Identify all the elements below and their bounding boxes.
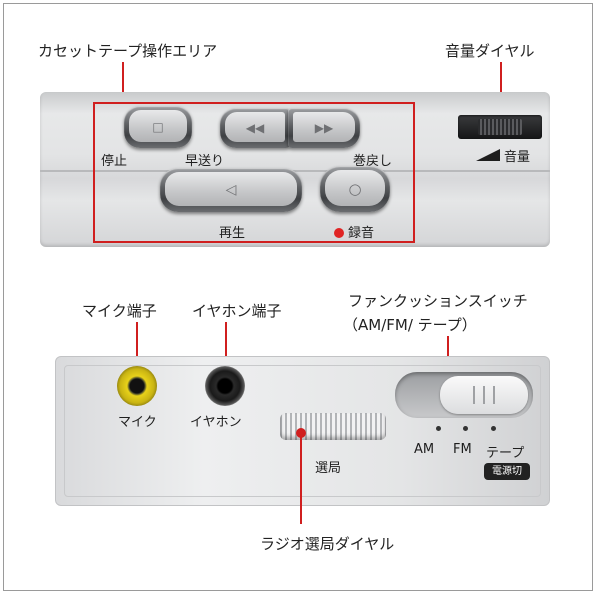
stop-icon: □ <box>152 120 164 134</box>
rewind-button[interactable]: ◀◀ <box>220 108 290 148</box>
record-label: 録音 <box>334 222 374 241</box>
play-label: 再生 <box>219 226 246 241</box>
volume-ramp-icon <box>476 149 500 161</box>
mic-label: マイク <box>118 415 157 430</box>
volume-wheel[interactable] <box>478 119 522 135</box>
am-label: AM <box>414 442 435 457</box>
fast-forward-icon: ▶▶ <box>314 121 334 135</box>
tuning-dial-leader-line <box>300 432 302 524</box>
am-position-mark <box>436 426 441 431</box>
panel-inner-border <box>64 365 541 497</box>
function-switch[interactable] <box>440 376 528 414</box>
mic-jack[interactable] <box>117 366 157 406</box>
stop-label: 停止 <box>101 154 128 169</box>
tuning-label: 選局 <box>315 461 342 476</box>
fm-label: FM <box>453 442 472 457</box>
power-off-badge: 電源切 <box>484 463 530 480</box>
function-switch-callout: ファンクッションスイッチ <box>348 292 528 310</box>
function-switch-modes-callout: （AM/FM/ テープ） <box>343 316 477 334</box>
cassette-area-leader-line <box>122 62 124 102</box>
record-button[interactable]: ○ <box>320 166 390 212</box>
volume-dial[interactable] <box>458 115 542 139</box>
earphone-label: イヤホン <box>190 415 242 430</box>
tape-label: テープ <box>486 446 525 461</box>
stop-button[interactable]: □ <box>124 106 192 148</box>
tuning-dial-callout: ラジオ選局ダイヤル <box>260 535 395 553</box>
volume-dial-callout: 音量ダイヤル <box>445 42 535 60</box>
rewind-icon: ◀◀ <box>245 121 265 135</box>
record-icon: ○ <box>348 180 362 198</box>
fast-forward-label: 早送り <box>185 154 225 169</box>
fm-position-mark <box>463 426 468 431</box>
cassette-area-callout: カセットテープ操作エリア <box>38 42 218 60</box>
mic-jack-leader-line <box>136 322 138 372</box>
tuning-dial-leader-dot <box>296 428 306 438</box>
play-button[interactable]: ◁ <box>160 168 302 212</box>
fast-forward-button[interactable]: ▶▶ <box>288 108 360 148</box>
play-icon: ◁ <box>225 182 237 198</box>
image-frame <box>3 3 593 591</box>
rewind-label: 巻戻し <box>353 154 393 169</box>
cassette-operation-area-highlight <box>93 102 415 243</box>
earphone-jack-leader-line <box>225 322 227 372</box>
tape-position-mark <box>491 426 496 431</box>
earphone-jack-callout: イヤホン端子 <box>192 302 282 320</box>
record-dot-icon <box>334 228 344 238</box>
mic-jack-callout: マイク端子 <box>82 302 157 320</box>
tuning-dial[interactable] <box>280 413 386 440</box>
volume-label: 音量 <box>504 150 531 165</box>
earphone-jack[interactable] <box>205 366 245 406</box>
